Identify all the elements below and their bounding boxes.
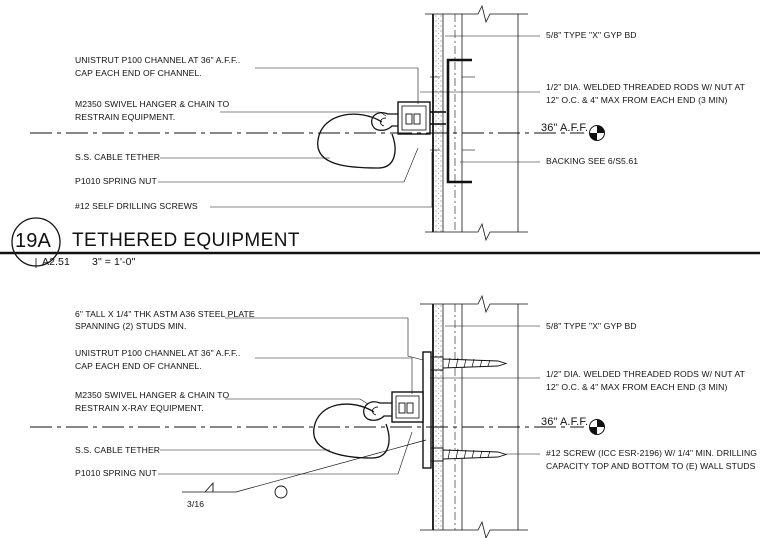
note-swivel-bottom-1: M2350 SWIVEL HANGER & CHAIN TO <box>75 390 230 400</box>
detail-title: TETHERED EQUIPMENT <box>72 230 300 251</box>
note-unistrut-bottom-1: UNISTRUT P100 CHANNEL AT 36" A.F.F.. <box>75 348 241 358</box>
break-line <box>420 520 528 538</box>
note-gyp-bottom: 5/8" TYPE "X" GYP BD <box>546 321 637 331</box>
note-backing-top: BACKING SEE 6/S5.61 <box>546 156 639 166</box>
note-plate-2: SPANNING (2) STUDS MIN. <box>75 321 187 331</box>
note-screw-bottom-2: CAPACITY TOP AND BOTTOM TO (E) WALL STUD… <box>546 461 756 471</box>
note-swivel-top-1: M2350 SWIVEL HANGER & CHAIN TO <box>75 99 230 109</box>
elevation-marker <box>589 125 605 141</box>
note-rods-top-1: 1/2" DIA. WELDED THREADED RODS W/ NUT AT <box>546 82 746 92</box>
swivel-hanger <box>371 112 398 131</box>
note-cable-top: S.S. CABLE TETHER <box>75 152 161 162</box>
drawing-scale: 3" = 1'-0" <box>92 256 136 268</box>
note-rods-bottom-1: 1/2" DIA. WELDED THREADED RODS W/ NUT AT <box>546 369 746 379</box>
note-swivel-top-2: RESTRAIN EQUIPMENT. <box>75 112 176 122</box>
gyp-board-bottom <box>434 304 443 530</box>
note-plate-1: 6" TALL X 1/4" THK ASTM A36 STEEL PLATE <box>75 309 255 319</box>
backing-channel <box>446 58 472 184</box>
detail-number: 19A <box>15 230 51 252</box>
note-gyp-top: 5/8" TYPE "X" GYP BD <box>546 30 637 40</box>
break-line <box>420 294 528 314</box>
sheet-reference: A2.51 <box>42 256 70 268</box>
title-block <box>0 217 760 268</box>
weld-size-label: 3/16 <box>187 499 205 509</box>
note-rods-bottom-2: 12" O.C. & 4" MAX FROM EACH END (3 MIN) <box>546 382 728 392</box>
swivel-hanger <box>363 401 392 421</box>
cable-tether <box>317 113 396 169</box>
elevation-label-bottom: 36" A.F.F. <box>541 416 589 428</box>
elevation-label-top: 36" A.F.F. <box>541 122 589 134</box>
note-unistrut-bottom-2: CAP EACH END OF CHANNEL. <box>75 361 202 371</box>
bottom-detail <box>30 294 584 538</box>
wall-screw-upper <box>430 356 508 371</box>
note-spring-nut-top: P1010 SPRING NUT <box>75 176 157 186</box>
note-rods-top-2: 12" O.C. & 4" MAX FROM EACH END (3 MIN) <box>546 95 728 105</box>
weld-symbol <box>182 439 427 493</box>
gyp-board-top <box>434 14 443 232</box>
note-swivel-bottom-2: RESTRAIN X-RAY EQUIPMENT. <box>75 403 204 413</box>
note-unistrut-top-1: UNISTRUT P100 CHANNEL AT 36" A.F.F.. <box>75 55 241 65</box>
note-cable-bottom: S.S. CABLE TETHER <box>75 445 161 455</box>
wall-screw-lower <box>430 447 508 462</box>
break-line <box>425 222 528 242</box>
break-line <box>425 4 528 24</box>
note-unistrut-top-2: CAP EACH END OF CHANNEL. <box>75 68 202 78</box>
steel-plate <box>422 351 432 469</box>
top-detail <box>30 4 584 242</box>
elevation-marker <box>589 419 605 435</box>
note-spring-nut-bottom: P1010 SPRING NUT <box>75 468 157 478</box>
cable-tether <box>313 403 390 459</box>
note-screw-bottom-1: #12 SCREW (ICC ESR-2196) W/ 1/4" MIN. DR… <box>546 448 758 458</box>
note-screws-top: #12 SELF DRILLING SCREWS <box>75 201 198 211</box>
